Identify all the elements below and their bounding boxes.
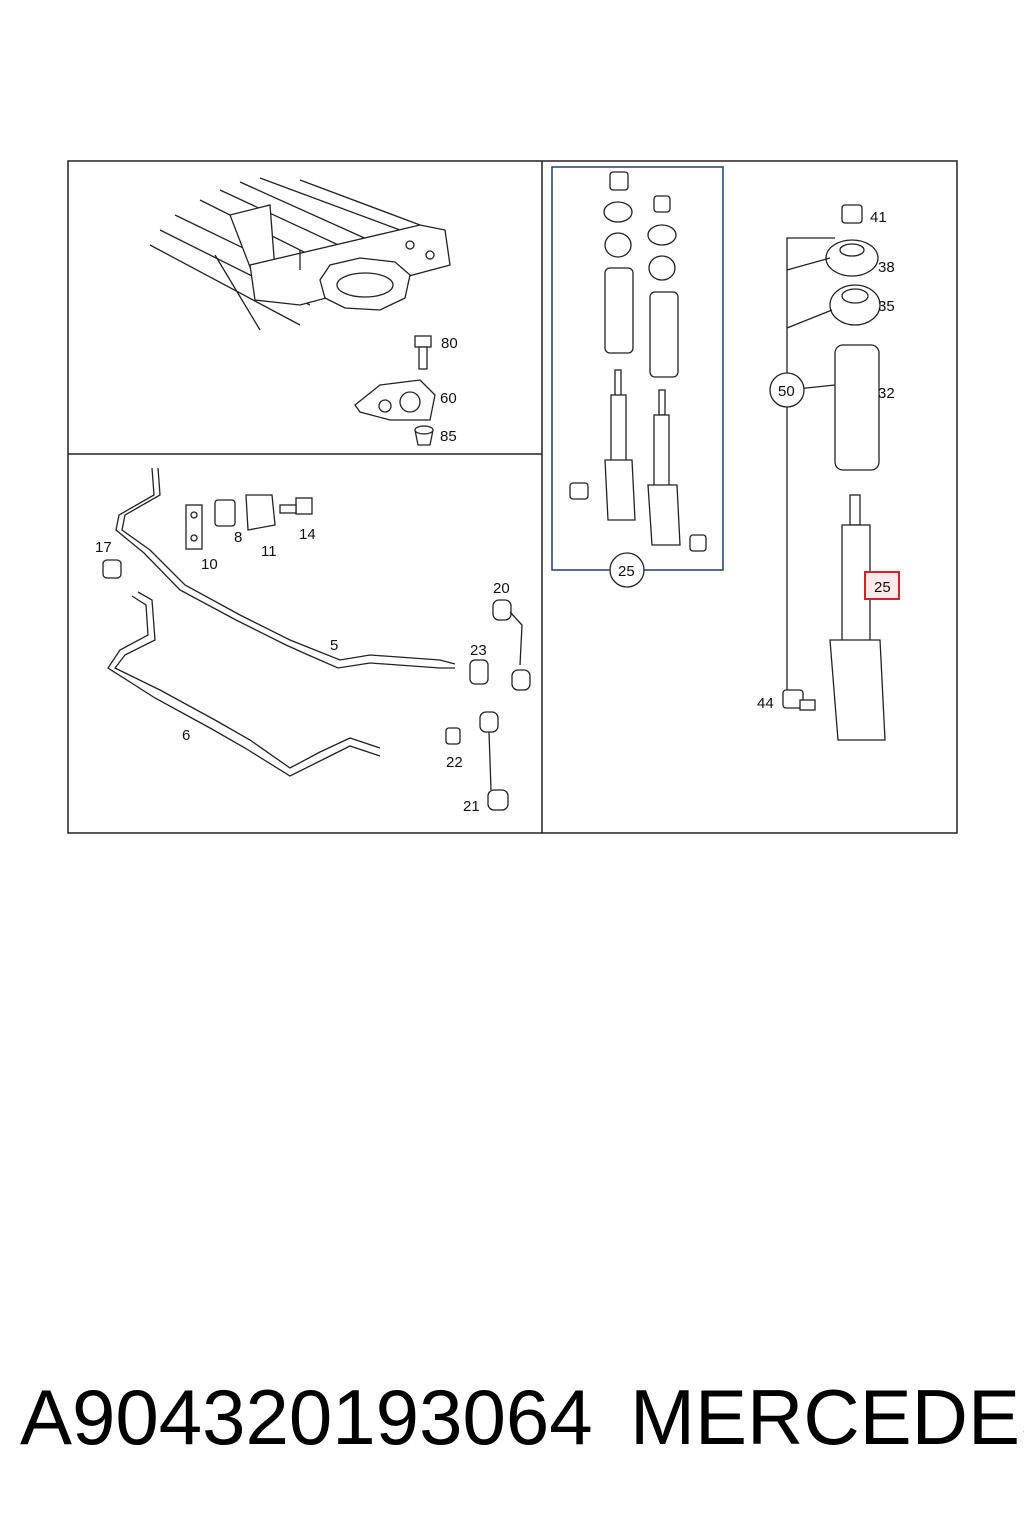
nut-22	[445, 727, 461, 745]
part-number: A904320193064	[20, 1373, 593, 1461]
shock-kit-left	[569, 171, 636, 521]
bracket-11	[245, 494, 276, 531]
stabilizer-bar-6	[107, 591, 381, 777]
bolt-80	[414, 335, 432, 370]
callout-circle-25	[609, 552, 645, 588]
link-21	[479, 711, 509, 811]
stabilizer-bar-5	[115, 467, 456, 669]
shock-absorber-25	[829, 494, 886, 741]
shock-kit-right	[647, 195, 707, 552]
callout-85: 85	[440, 428, 457, 445]
callout-17: 17	[95, 539, 112, 556]
bolt-44	[782, 689, 816, 711]
callout-8: 8	[234, 529, 242, 546]
callout-35: 35	[878, 298, 895, 315]
callout-41: 41	[870, 209, 887, 226]
diagram-frame	[67, 160, 958, 834]
link-20	[492, 599, 531, 691]
callout-20: 20	[493, 580, 510, 597]
bushing-23	[469, 659, 489, 685]
bushing-8	[214, 499, 236, 527]
callout-60: 60	[440, 390, 457, 407]
callout-6: 6	[182, 727, 190, 744]
callout-22: 22	[446, 754, 463, 771]
callout-14: 14	[299, 526, 316, 543]
callout-5: 5	[330, 637, 338, 654]
callout-32: 32	[878, 385, 895, 402]
callout-25-highlight: 25	[874, 579, 891, 596]
vehicle-frame-drawing	[149, 177, 451, 331]
callout-50: 50	[778, 383, 795, 400]
mount-38	[825, 239, 879, 277]
parts-diagram: 80 60 85 17 10 8 11 14 5 6 20 23 22 21 2…	[67, 160, 958, 834]
mount-35	[829, 284, 881, 326]
nut-41	[841, 204, 863, 224]
callout-44: 44	[757, 695, 774, 712]
callout-circle-50	[769, 372, 805, 408]
mount-bracket-60	[354, 379, 436, 421]
callout-25-kit: 25	[618, 563, 635, 580]
callout-38: 38	[878, 259, 895, 276]
bolt-14	[279, 497, 313, 515]
highlight-box-25	[864, 571, 900, 600]
callout-11: 11	[261, 543, 277, 560]
kit-50-bracket	[786, 237, 836, 690]
shock-kit-frame	[551, 166, 724, 571]
brand-name: MERCEDES	[630, 1373, 1024, 1461]
callout-10: 10	[201, 556, 218, 573]
callout-21: 21	[463, 798, 480, 815]
callout-23: 23	[470, 642, 487, 659]
bushing-85	[414, 425, 434, 446]
nut-17	[102, 559, 122, 579]
callout-80: 80	[441, 335, 458, 352]
bellows-32	[834, 344, 880, 471]
clamp-10	[185, 504, 203, 550]
